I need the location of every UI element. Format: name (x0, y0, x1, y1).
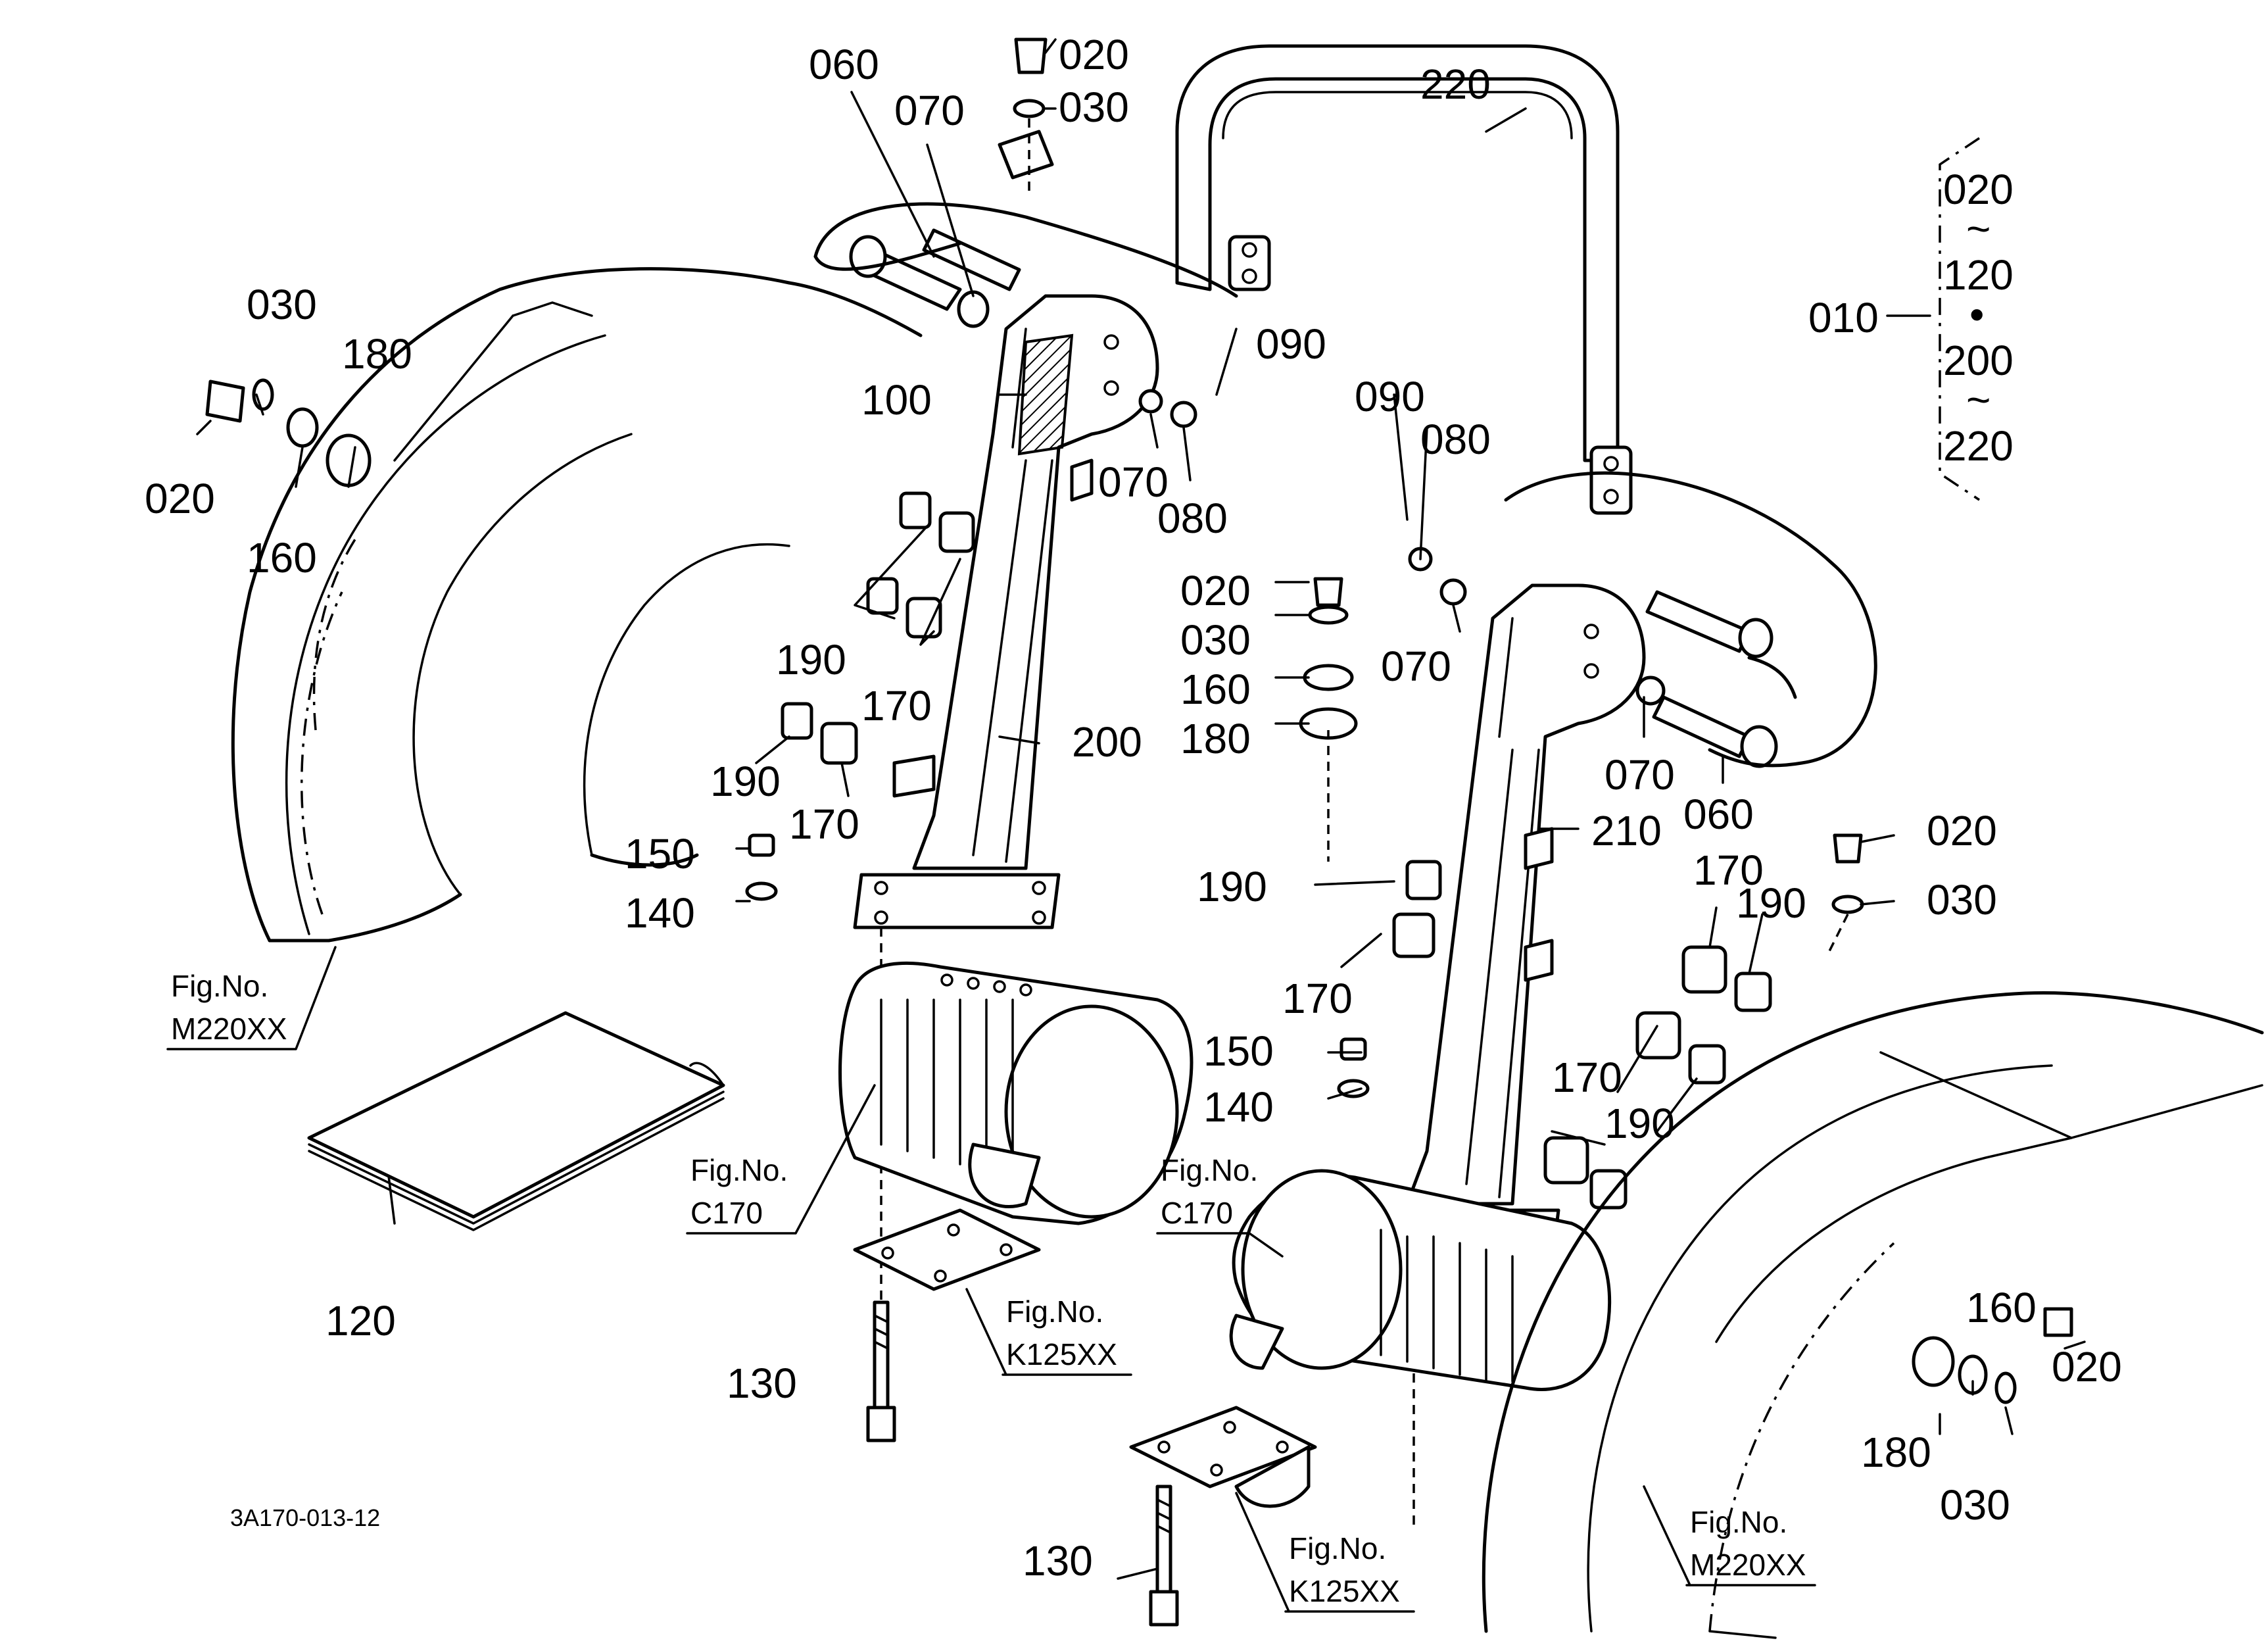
callout-100: 100 (861, 376, 932, 424)
callout-190: 190 (1197, 863, 1267, 910)
fig-ref-title: Fig.No. (1006, 1294, 1103, 1329)
bushings-and-washers (205, 37, 2073, 1404)
callout-070: 070 (1381, 643, 1451, 690)
fig-ref-code: C170 (690, 1196, 763, 1230)
callout-150: 150 (625, 830, 695, 877)
roll-bar-220 (1175, 44, 1633, 515)
callout-030: 030 (1927, 876, 1997, 923)
bracket-key-010: 010 (1808, 294, 1879, 341)
bracket-group-labels: 010 020 ~ 120 • 200 ~ 220 (1808, 166, 2014, 470)
bracket-line-2: ~ (1966, 205, 1991, 253)
callout-020: 020 (145, 475, 215, 522)
callout-140: 140 (625, 889, 695, 937)
fig-ref-m220xx-left[interactable]: Fig.No. M220XX (166, 946, 337, 1050)
callout-170: 170 (861, 682, 932, 729)
fig-ref-code: M220XX (1690, 1548, 1806, 1582)
fig-ref-c170-left[interactable]: Fig.No. C170 (686, 1084, 876, 1235)
fig-ref-code: M220XX (171, 1012, 287, 1046)
fig-ref-code: K125XX (1289, 1574, 1400, 1608)
callout-080: 080 (1420, 416, 1491, 463)
mount-plates (853, 1208, 1317, 1508)
callout-200: 200 (1072, 718, 1142, 766)
callout-020: 020 (1927, 807, 1997, 854)
long-bolts-130 (866, 1300, 1179, 1627)
drawing-code: 3A170-013-12 (230, 1504, 380, 1531)
callout-030: 030 (1059, 84, 1129, 131)
operators-manual-120 (307, 1011, 725, 1231)
bracket-line-7: 220 (1943, 422, 2014, 470)
callout-160: 160 (1180, 666, 1251, 713)
callout-170: 170 (1693, 847, 1764, 894)
callout-090: 090 (1256, 320, 1326, 368)
callout-170: 170 (789, 800, 859, 848)
bracket-line-5: 200 (1943, 337, 2014, 384)
callout-180: 180 (1180, 715, 1251, 762)
leader-lines (196, 38, 2086, 1580)
callout-090: 090 (1355, 373, 1425, 420)
fig-ref-k125xx-left[interactable]: Fig.No. K125XX (965, 1288, 1132, 1376)
callout-070: 070 (894, 87, 965, 134)
callout-070: 070 (1604, 751, 1675, 799)
callout-170: 170 (1552, 1054, 1622, 1101)
callout-190: 190 (1736, 879, 1806, 927)
callout-020: 020 (1180, 567, 1251, 614)
callout-170: 170 (1282, 975, 1353, 1022)
fig-ref-k125xx-right[interactable]: Fig.No. K125XX (1235, 1492, 1415, 1613)
left-fender-outline (231, 267, 923, 943)
callout-030: 030 (1940, 1481, 2010, 1529)
fig-ref-code: C170 (1161, 1196, 1233, 1230)
callout-180: 180 (1861, 1429, 1931, 1476)
callout-160: 160 (247, 534, 317, 581)
bracket-line-1: 020 (1943, 166, 2014, 213)
callout-030: 030 (1180, 616, 1251, 664)
callout-080: 080 (1157, 495, 1228, 542)
callout-180: 180 (342, 330, 412, 378)
callout-190: 190 (1604, 1100, 1675, 1147)
fig-ref-title: Fig.No. (1690, 1505, 1787, 1539)
fig-ref-code: K125XX (1006, 1337, 1117, 1371)
callout-220: 220 (1420, 61, 1491, 108)
bracket-line-6: ~ (1966, 376, 1991, 424)
callout-060: 060 (1683, 791, 1754, 838)
callout-150: 150 (1203, 1027, 1274, 1075)
right-fender-outline (1482, 991, 2264, 1639)
callout-190: 190 (776, 636, 846, 683)
fig-ref-m220xx-right[interactable]: Fig.No. M220XX (1643, 1485, 1816, 1586)
callout-labels: 060 070 020 030 220 030 180 020 160 100 … (145, 31, 2122, 1585)
fig-ref-title: Fig.No. (1161, 1153, 1258, 1187)
fig-ref-title: Fig.No. (171, 969, 268, 1003)
callout-160: 160 (1966, 1284, 2037, 1331)
bracket-group (1886, 137, 1980, 501)
callout-070: 070 (1098, 458, 1169, 506)
callout-130: 130 (1023, 1537, 1093, 1585)
callout-060: 060 (809, 41, 879, 88)
fig-ref-c170-right[interactable]: Fig.No. C170 (1156, 1153, 1284, 1258)
left-post-200 (853, 294, 1159, 929)
bracket-line-3: 120 (1943, 251, 2014, 299)
pins-and-clips (813, 130, 1877, 768)
axle-housing-left (838, 961, 1194, 1225)
fig-ref-title: Fig.No. (690, 1153, 788, 1187)
callout-020: 020 (1059, 31, 1129, 78)
callout-120: 120 (326, 1297, 396, 1344)
callout-030: 030 (247, 281, 317, 328)
axle-housing-right (1229, 1169, 1612, 1391)
callout-210: 210 (1591, 807, 1662, 854)
callout-140: 140 (1203, 1083, 1274, 1131)
bracket-line-4: • (1969, 291, 1984, 338)
callout-190: 190 (710, 758, 781, 805)
callout-130: 130 (727, 1360, 797, 1407)
fig-ref-title: Fig.No. (1289, 1531, 1386, 1565)
callout-020: 020 (2052, 1343, 2122, 1390)
figure-references: Fig.No. M220XX Fig.No. C170 Fig.No. K125… (166, 946, 1816, 1613)
